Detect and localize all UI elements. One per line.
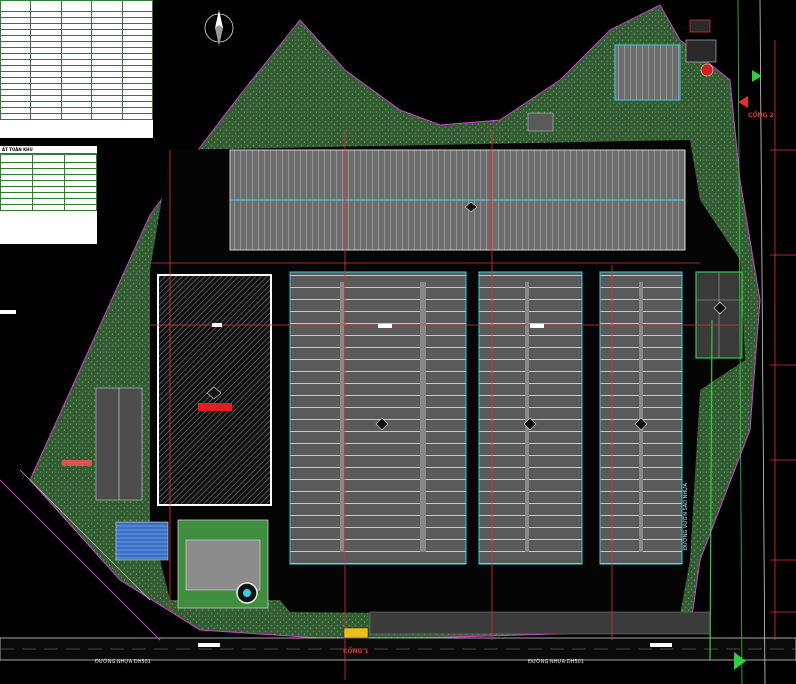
northeast-buildings bbox=[527, 19, 717, 132]
compass-rose bbox=[204, 10, 234, 46]
east-road bbox=[709, 0, 766, 684]
factory-block-a bbox=[289, 271, 467, 565]
gate-1-label: CỔNG 1 bbox=[343, 648, 369, 655]
west-hatched-building bbox=[157, 274, 272, 506]
east-road-label: ĐƯỜNG VƯỜN SAO NHỰA bbox=[683, 483, 689, 550]
land-use-table: ẤT TOÀN KHU bbox=[0, 146, 97, 244]
label-tabs bbox=[0, 310, 672, 647]
west-parking bbox=[62, 387, 143, 501]
gate-2-label: CỔNG 2 bbox=[748, 112, 774, 119]
southwest-utilities bbox=[115, 519, 269, 609]
dimension-lines bbox=[150, 40, 796, 680]
land-use-table-title: ẤT TOÀN KHU bbox=[0, 146, 97, 154]
east-annex-building bbox=[695, 271, 743, 359]
north-warehouse bbox=[229, 149, 686, 251]
southwest-boundary-line bbox=[0, 479, 161, 641]
factory-block-b bbox=[478, 271, 583, 565]
south-road-label-left: ĐƯỜNG NHỰA DH501 bbox=[95, 659, 151, 665]
south-road-label-right: ĐƯỜNG NHỰA DH501 bbox=[528, 659, 584, 665]
factory-block-c bbox=[599, 271, 683, 565]
area-statistics-table bbox=[0, 0, 154, 138]
gate-arrows bbox=[343, 70, 762, 670]
